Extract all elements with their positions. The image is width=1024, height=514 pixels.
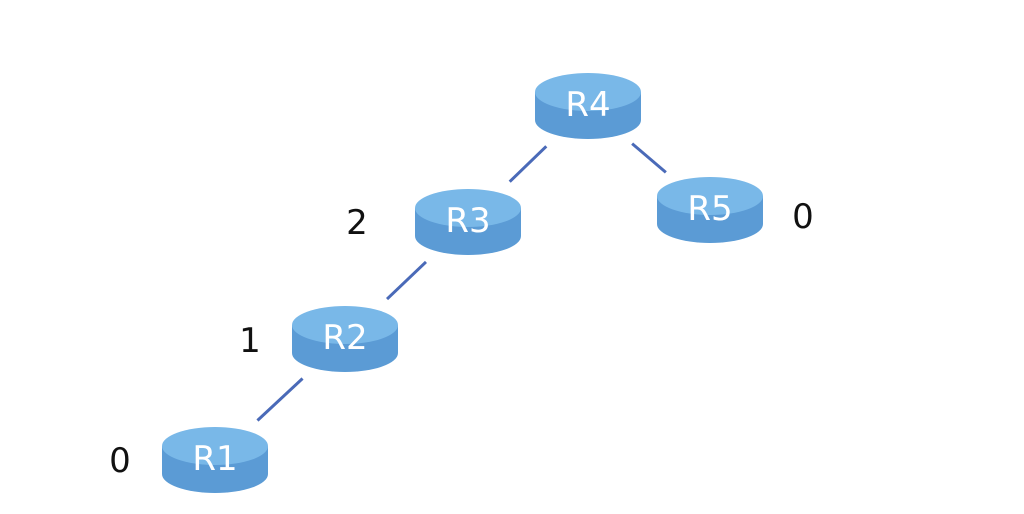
link-r1-r2 — [256, 377, 304, 422]
router-label-r3: R3 — [445, 201, 490, 241]
router-icon — [535, 73, 641, 139]
link-r4-r5 — [631, 142, 667, 174]
router-node-r1[interactable]: R1 — [162, 427, 268, 493]
link-r2-r3 — [385, 260, 428, 301]
router-label-r4: R4 — [565, 85, 610, 125]
count-label-r5: 0 — [792, 197, 814, 237]
link-r3-r4 — [508, 145, 548, 183]
router-icon — [292, 306, 398, 372]
router-label-r2: R2 — [322, 318, 367, 358]
count-label-r3: 2 — [346, 203, 368, 243]
counts-layer: 0 1 2 0 — [109, 197, 814, 481]
router-icon — [657, 177, 763, 243]
router-node-r5[interactable]: R5 — [657, 177, 763, 243]
router-node-r4[interactable]: R4 — [535, 73, 641, 139]
router-node-r3[interactable]: R3 — [415, 189, 521, 255]
links-layer — [256, 142, 667, 422]
router-icon — [162, 427, 268, 493]
router-icon — [415, 189, 521, 255]
router-label-r5: R5 — [687, 189, 732, 229]
router-node-r2[interactable]: R2 — [292, 306, 398, 372]
count-label-r1: 0 — [109, 441, 131, 481]
router-label-r1: R1 — [192, 439, 237, 479]
count-label-r2: 1 — [239, 321, 261, 361]
